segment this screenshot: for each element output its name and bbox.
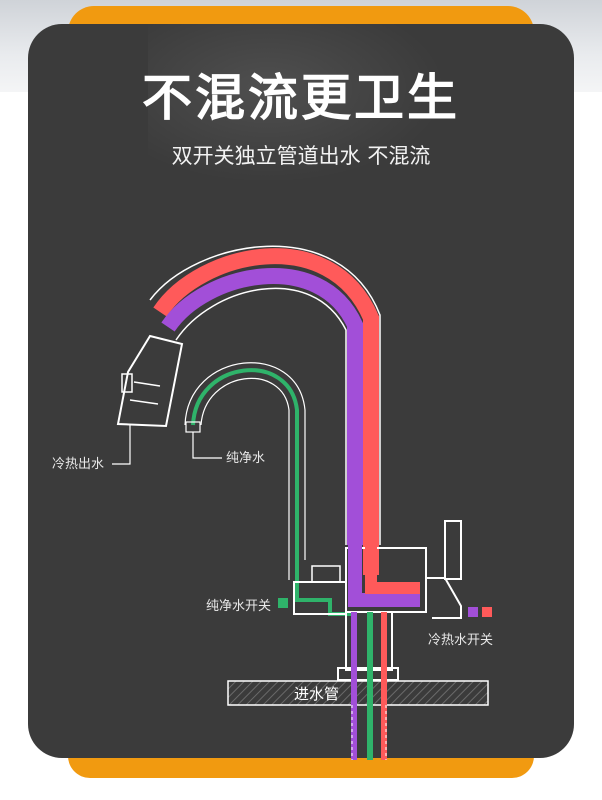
spout-outline-inner — [176, 288, 346, 545]
pure-spout-outline-inner — [201, 378, 289, 580]
label-hot-cold-switch: 冷热水开关 — [428, 633, 493, 648]
cold-swatch — [468, 607, 478, 617]
pure-water-knob — [312, 566, 340, 582]
pure-water-channel — [193, 370, 352, 614]
countertop — [228, 681, 488, 705]
label-pure-water: 纯净水 — [226, 451, 265, 466]
leader-pure-water — [193, 432, 222, 458]
label-hot-cold-outlet: 冷热出水 — [52, 457, 104, 472]
hot-swatch — [482, 607, 492, 617]
pure-switch-swatch — [278, 598, 288, 608]
spray-head — [118, 336, 182, 426]
label-pure-water-switch: 纯净水开关 — [206, 599, 271, 614]
leader-hot-cold-outlet — [112, 424, 130, 464]
label-inlet-pipe: 进水管 — [294, 685, 339, 703]
hot-cold-valve — [426, 578, 461, 618]
hot-cold-lever — [445, 521, 461, 579]
